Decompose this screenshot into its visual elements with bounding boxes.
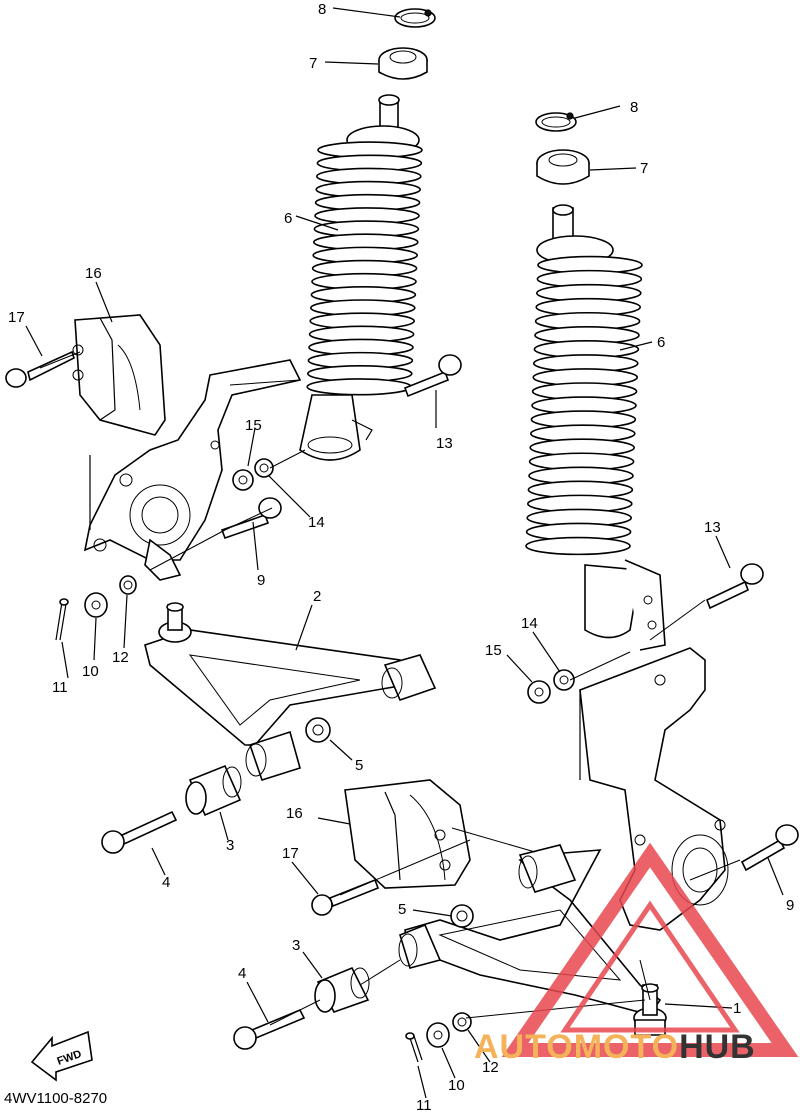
callout-9-left: 9 <box>257 572 265 589</box>
left-bolt-17 <box>5 350 75 388</box>
right-bolt-17 <box>311 878 380 916</box>
right-nut-5 <box>450 904 474 928</box>
left-lower-arm <box>144 602 437 781</box>
callout-17-right: 17 <box>282 845 299 862</box>
callout-12-left: 12 <box>112 649 129 666</box>
callout-15-left: 15 <box>245 417 262 434</box>
left-cotter-pin-11 <box>55 598 69 641</box>
watermark-text: AUTOMOTOHUB <box>474 1028 756 1067</box>
callout-13-left: 13 <box>436 435 453 452</box>
left-nut-5 <box>305 717 331 743</box>
callout-13-right: 13 <box>704 519 721 536</box>
right-bushing-3 <box>314 966 370 1013</box>
callout-5-left: 5 <box>355 757 363 774</box>
right-nut-10 <box>426 1022 450 1048</box>
callout-14-left: 14 <box>308 514 325 531</box>
right-shock-absorber <box>525 204 666 651</box>
left-nut-15 <box>232 469 254 491</box>
right-knuckle <box>579 647 729 931</box>
callout-5-right: 5 <box>398 901 406 918</box>
right-bolt-4 <box>233 1008 306 1050</box>
callout-labels: 8 7 6 16 17 15 14 13 9 11 10 12 2 5 3 4 … <box>8 1 794 1112</box>
callout-16-left: 16 <box>85 265 102 282</box>
right-washer-12 <box>452 1012 472 1032</box>
fwd-arrow: FWD <box>30 1030 93 1082</box>
left-knuckle <box>83 359 302 581</box>
left-washer-14 <box>254 458 274 478</box>
spring-coil <box>306 378 413 396</box>
callout-2: 2 <box>313 588 321 605</box>
watermark-hub: HUB <box>679 1028 756 1066</box>
left-bolt-13 <box>403 354 462 398</box>
callout-11-right: 11 <box>416 1097 432 1112</box>
left-washer-12 <box>119 575 137 595</box>
left-nut <box>378 47 428 80</box>
right-washer-14 <box>553 669 575 691</box>
callout-8-left: 8 <box>318 1 326 18</box>
callout-4-right: 4 <box>238 965 246 982</box>
right-bolt-13 <box>705 563 764 610</box>
callout-3-right: 3 <box>292 937 300 954</box>
left-bolt-4 <box>101 810 178 854</box>
left-bushing-3 <box>185 764 242 817</box>
left-nut-10 <box>84 592 108 618</box>
leader-lines <box>25 7 784 1099</box>
right-lower-arm <box>398 844 667 1036</box>
right-cotter-pin-11 <box>405 1032 423 1063</box>
right-nut-15 <box>527 680 551 704</box>
callout-6-right: 6 <box>657 334 665 351</box>
callout-1: 1 <box>733 1000 741 1017</box>
callout-10-left: 10 <box>82 663 99 680</box>
watermark-logo <box>501 842 799 1057</box>
spring-coil <box>525 536 631 556</box>
left-circlip <box>394 8 436 28</box>
callout-9-right: 9 <box>786 897 794 914</box>
left-bolt-9 <box>220 497 282 540</box>
callout-12-right: 12 <box>482 1059 499 1076</box>
left-dust-cover <box>72 314 166 436</box>
callout-11-left: 11 <box>52 679 68 696</box>
right-bolt-9 <box>740 824 799 872</box>
right-circlip <box>535 112 577 132</box>
diagram-reference-code: 4WV1100-8270 <box>4 1090 108 1107</box>
watermark-auto: AUTOMOTO <box>474 1028 680 1066</box>
left-shock-absorber <box>299 94 423 461</box>
right-dust-cover <box>344 779 471 889</box>
callout-7-left: 7 <box>309 55 317 72</box>
callout-7-right: 7 <box>640 160 648 177</box>
callout-15-right: 15 <box>485 642 502 659</box>
callout-16-right: 16 <box>286 805 303 822</box>
callout-6-left: 6 <box>284 210 292 227</box>
callout-3-left: 3 <box>226 837 234 854</box>
callout-17-left: 17 <box>8 309 25 326</box>
callout-8-right: 8 <box>630 99 638 116</box>
callout-10-right: 10 <box>448 1077 465 1094</box>
assembly-lines <box>39 351 741 1026</box>
callout-4-left: 4 <box>162 874 170 891</box>
right-nut <box>536 149 590 185</box>
callout-14-right: 14 <box>521 615 538 632</box>
